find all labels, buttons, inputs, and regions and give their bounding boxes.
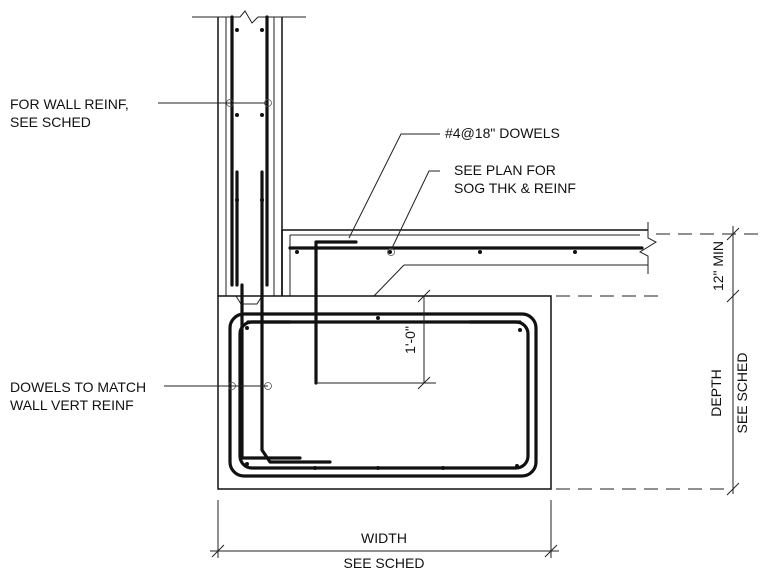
dimension-width [210,500,559,558]
dimension-1-0 [316,289,436,390]
width-sched-label: SEE SCHED [344,555,425,571]
dimension-12-min [726,226,740,496]
dowels-note: #4@18" DOWELS [445,125,560,141]
leader-lines [158,102,440,387]
footing-outline [217,295,730,490]
wall-reinf-note-line1: FOR WALL REINF, [10,96,129,112]
dim-12-min-label: 12" MIN [710,241,726,291]
dim-1-0-label: 1'-0" [402,326,418,354]
sog-dowel [314,240,358,385]
depth-sched-label: SEE SCHED [734,353,750,434]
wall-reinf-note-line2: SEE SCHED [10,114,91,130]
width-label: WIDTH [361,530,407,546]
dowels-match-note-line1: DOWELS TO MATCH [10,379,146,395]
wall-outline [192,10,306,296]
wall-vertical-bars [226,15,272,305]
slab-on-grade [281,222,760,297]
depth-label: DEPTH [708,369,724,416]
footing-reinforcement [228,283,538,478]
dowels-match-note-line2: WALL VERT REINF [10,397,134,413]
sog-note-line1: SEE PLAN FOR [454,162,556,178]
sog-note-line2: SOG THK & REINF [454,180,576,196]
